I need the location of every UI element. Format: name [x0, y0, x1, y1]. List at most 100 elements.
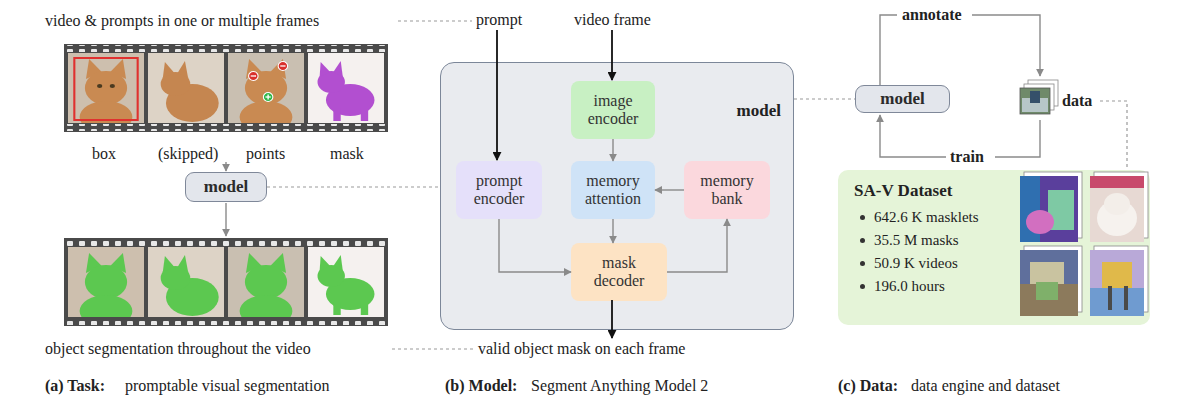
attention-box: memory attention [571, 161, 655, 219]
stat-row: 196.0 hours [854, 275, 945, 298]
video-frame [80, 59, 133, 133]
video-frame [68, 53, 144, 133]
text-label: valid object mask on each frame [478, 340, 685, 358]
box-label: model [880, 89, 924, 109]
model-box: model [855, 85, 950, 113]
box-label: memory bank [689, 172, 765, 208]
input-arrow [496, 30, 498, 160]
text-label: video frame [574, 11, 651, 29]
flow-arrow [225, 162, 226, 171]
segmented-frame [80, 253, 133, 327]
dataset-thumbnail [1108, 286, 1112, 310]
segmented-frame [240, 253, 293, 327]
video-frame [148, 53, 224, 123]
dataset-thumbnail [1020, 172, 1082, 242]
video-frame [263, 93, 273, 102]
bold-label: (a) Task: [45, 377, 105, 395]
leader-line [1100, 101, 1127, 170]
dataset-thumbnail [1090, 176, 1144, 188]
film-strip [64, 318, 388, 325]
video-frame [318, 61, 375, 121]
video-frame [267, 95, 268, 100]
loop-arrow [880, 15, 897, 85]
data-thumbnail-stack [1020, 88, 1050, 114]
dataset-thumbnail [1104, 193, 1130, 215]
video-frame [249, 72, 259, 81]
stat-text: 196.0 hours [874, 278, 945, 295]
decoder-box: mask decoder [571, 243, 667, 301]
video-frame [161, 61, 219, 122]
model-container: model image encoder prompt encoder memory a… [440, 62, 794, 330]
segmented-frame [308, 247, 384, 317]
dataset-thumbnail [1090, 176, 1144, 242]
box-label: image encoder [576, 92, 650, 128]
text-label: data engine and dataset [911, 377, 1060, 395]
bullet-dot [860, 215, 865, 220]
box-title: model [737, 101, 781, 121]
video-frame [308, 53, 384, 123]
bullet-dot [860, 238, 865, 243]
stat-text: 35.5 M masks [874, 232, 959, 249]
bold-label: data [1062, 92, 1092, 110]
text-label: Segment Anything Model 2 [531, 377, 708, 395]
film-strip [64, 239, 388, 246]
flow-arrow [225, 203, 226, 236]
stat-row: 35.5 M masks [854, 229, 959, 252]
dataset-thumbnail [1030, 262, 1064, 284]
film-strip [64, 44, 388, 132]
dashed-link [267, 186, 440, 187]
segmented-frame [308, 247, 384, 317]
bold-label: train [950, 148, 984, 166]
input-arrow [611, 300, 613, 338]
leader-line [398, 20, 472, 21]
stat-row: 642.6 K masklets [854, 206, 979, 229]
bold-label: (c) Data: [838, 377, 898, 395]
segmented-frame [148, 247, 224, 317]
bullet-dot [860, 261, 865, 266]
film-strip [64, 44, 388, 132]
text-label: prompt [476, 11, 522, 29]
dataset-thumbnail [1090, 172, 1148, 242]
video-frame [74, 58, 137, 120]
segmented-frame [308, 247, 384, 317]
dataset-thumbnail [1090, 250, 1144, 316]
loop-arrow [995, 120, 1040, 157]
segmented-frame [228, 247, 304, 327]
dataset-thumbnail [1124, 286, 1128, 310]
model-box: model [185, 172, 267, 202]
loop-arrow [880, 115, 946, 157]
dataset-title: SA-V Dataset [854, 180, 952, 202]
bold-label: (b) Model: [445, 377, 517, 395]
video-frame [308, 53, 384, 123]
stat-text: 642.6 K masklets [874, 209, 979, 226]
video-frame [110, 84, 115, 88]
segmented-frame [68, 247, 144, 327]
video-frame [278, 62, 288, 71]
bullet-dot [860, 284, 865, 289]
video-frame [68, 53, 144, 133]
data-thumbnail-stack [1030, 91, 1040, 103]
box-label: model [204, 177, 248, 197]
encoder-box: image encoder [571, 81, 655, 139]
film-strip [64, 238, 388, 326]
text-label: box [92, 145, 116, 163]
encoder-box: prompt encoder [456, 161, 542, 219]
bold-label: annotate [902, 6, 962, 24]
segmented-frame [68, 247, 144, 327]
dataset-thumbnail [1020, 250, 1078, 316]
video-frame [308, 53, 384, 123]
stat-row: 50.9 K videos [854, 252, 958, 275]
video-frame [228, 53, 304, 133]
loop-arrow [972, 15, 1040, 76]
segmented-frame [228, 247, 304, 327]
stat-text: 50.9 K videos [874, 255, 958, 272]
dataset-thumbnail [1102, 262, 1132, 288]
dataset-thumbnail [1090, 288, 1144, 316]
dataset-thumbnail [1036, 282, 1058, 300]
box-label: prompt encoder [461, 172, 537, 208]
input-arrow [611, 30, 613, 80]
dataset-thumbnail [1026, 210, 1054, 234]
text-label: object segmentation throughout the video [45, 340, 311, 358]
film-strip [64, 124, 388, 131]
video-frame [240, 59, 293, 133]
